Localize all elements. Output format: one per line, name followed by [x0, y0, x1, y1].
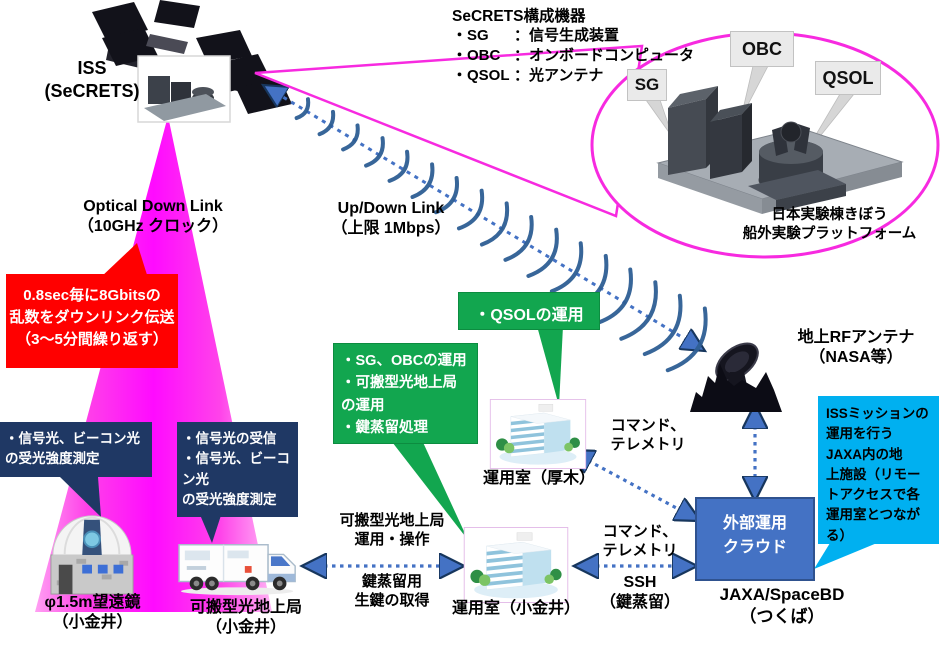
- arrow-atsugi-cloud: [574, 453, 695, 518]
- callout-caption: 日本実験棟きぼう 船外実験プラットフォーム: [742, 207, 917, 242]
- green-qsol-tail: [537, 326, 563, 406]
- rf-link: [268, 78, 708, 373]
- navy-note-telescope: ・信号光、ビーコン光 の受光強度測定: [0, 422, 152, 477]
- rf-wave-arcs: [294, 97, 708, 373]
- secrets-legend: SeCRETS構成機器 ・SG ：信号生成装置 ・OBC ：オンボードコンピュー…: [452, 4, 712, 85]
- koganei-cloud-ssh-label: SSH （鍵蒸留）: [599, 574, 680, 612]
- legend-item-obc: ・OBC ：オンボードコンピュータ: [452, 46, 695, 64]
- green-note-sg: ・SG、OBCの運用 ・可搬型光地上局 の運用 ・鍵蒸留処理: [333, 343, 478, 444]
- ops-atsugi-label: 運用室（厚木）: [482, 470, 595, 487]
- green-sg-tail: [389, 438, 468, 540]
- blue-note-tail: [814, 543, 877, 569]
- red-note: 0.8sec毎に8Gbitsの 乱数をダウンリンク伝送 （3～5分間繰り返す）: [6, 274, 178, 368]
- telescope-label: φ1.5m望遠鏡 （小金井）: [44, 594, 141, 632]
- truck-icon: [176, 537, 304, 602]
- truck-ops-arrow-label-top: 可搬型光地上局 運用・操作: [339, 512, 445, 549]
- callout-tag-obc: OBC: [730, 31, 794, 67]
- callout-tag-qsol: QSOL: [815, 61, 881, 95]
- telescope-icon: [42, 510, 142, 601]
- optical-link-label: Optical Down Link （10GHz クロック）: [77, 198, 229, 236]
- blue-note: ISSミッションの 運用を行う JAXA内の地 上施設（リモー トアクセスで各 …: [818, 396, 939, 544]
- atsugi-cloud-arrow-label: コマンド、 テレメトリ: [610, 417, 686, 454]
- red-note-pointer: [100, 243, 148, 278]
- cloud-site-label: JAXA/SpaceBD （つくば）: [719, 585, 845, 626]
- ops-atsugi-icon: [489, 399, 587, 474]
- rf-link-label: Up/Down Link （上限 1Mbps）: [331, 200, 451, 238]
- green-note-qsol: ・QSOLの運用: [458, 292, 600, 330]
- truck-label: 可搬型光地上局 （小金井）: [189, 599, 302, 637]
- legend-item-sg: ・SG ：信号生成装置: [452, 27, 620, 44]
- cloud-box: 外部運用 クラウド: [695, 497, 815, 581]
- navy-note-truck: ・信号光の受信 ・信号光、ビーコン光 の受光強度測定: [177, 422, 298, 517]
- callout-tag-sg: SG: [627, 69, 667, 101]
- ops-koganei-icon: [463, 527, 569, 608]
- koganei-cloud-cmd-label: コマンド、 テレメトリ: [602, 523, 678, 560]
- navy-telescope-tail: [60, 477, 101, 517]
- iss-label: ISS (SeCRETS): [44, 58, 140, 102]
- truck-ops-arrow-label-bottom: 鍵蒸留用 生鍵の取得: [354, 573, 430, 610]
- secrets-hardware-graphic: [645, 65, 904, 214]
- legend-item-qsol: ・QSOL ：光アンテナ: [452, 66, 604, 84]
- secrets-legend-title: SeCRETS構成機器: [452, 8, 586, 25]
- data-link-arrows: [308, 410, 755, 566]
- ops-koganei-label: 運用室（小金井）: [451, 600, 580, 617]
- rf-antenna-icon: [690, 342, 782, 412]
- rf-antenna-label: 地上RFアンテナ （NASA等）: [797, 329, 915, 367]
